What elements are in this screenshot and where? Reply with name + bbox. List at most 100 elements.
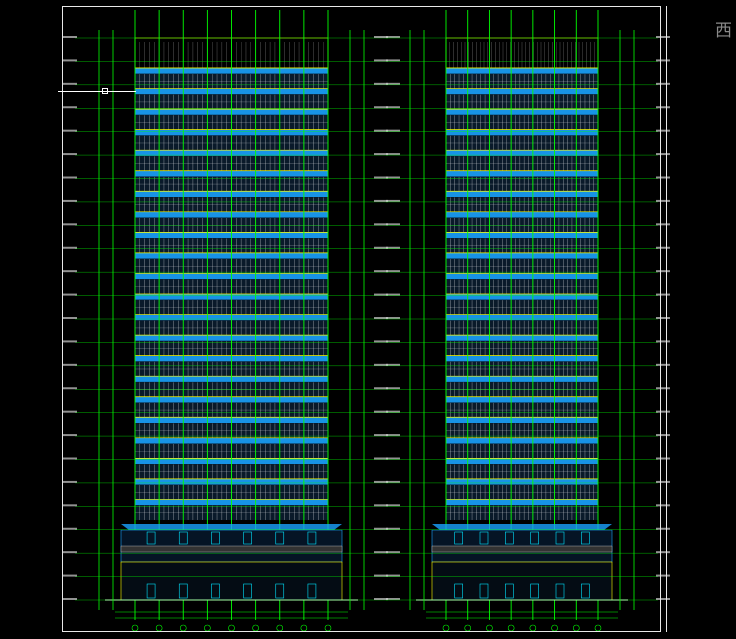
right-elevation-podium-lower bbox=[431, 561, 613, 601]
right-elevation-level-tag-right bbox=[656, 36, 670, 38]
right-elevation-floor-glazing bbox=[446, 176, 598, 192]
right-elevation-floor-band bbox=[446, 437, 598, 444]
left-elevation-level-tag-right bbox=[386, 270, 400, 273]
left-elevation-level-tag-left bbox=[63, 340, 77, 343]
left-elevation-entrance-door bbox=[307, 531, 317, 545]
right-elevation-entrance-door bbox=[581, 531, 590, 545]
right-elevation-floor-band bbox=[446, 355, 598, 362]
left-elevation-level-tag-left bbox=[63, 293, 77, 296]
right-elevation-level-tag-left bbox=[374, 363, 388, 366]
right-elevation-level-tag-right bbox=[656, 457, 670, 460]
viewcube-label[interactable]: 西 bbox=[715, 21, 732, 41]
right-elevation-level-tag-left bbox=[374, 223, 388, 226]
left-elevation-entrance-door bbox=[146, 531, 156, 545]
right-elevation-floor-band bbox=[446, 191, 598, 198]
crosshair-cursor bbox=[58, 91, 136, 92]
right-elevation-level-tag-right bbox=[656, 504, 670, 507]
left-elevation-entrance-door bbox=[178, 531, 188, 545]
left-elevation-level-tag-left bbox=[63, 59, 77, 62]
right-elevation-level-tag-right bbox=[656, 480, 670, 483]
right-elevation-level-tag-right bbox=[656, 223, 670, 226]
right-elevation-floor-band bbox=[446, 478, 598, 485]
right-elevation-floor-glazing bbox=[446, 197, 598, 212]
left-elevation-level-tag-right bbox=[386, 129, 400, 132]
left-elevation-level-tag-right bbox=[386, 527, 400, 530]
right-elevation-floor-glazing bbox=[446, 258, 598, 274]
right-elevation-level-tag-right bbox=[656, 434, 670, 437]
right-elevation-level-tag-right bbox=[656, 106, 670, 109]
right-elevation-level-tag-left bbox=[374, 82, 388, 85]
right-elevation-floor-glazing bbox=[446, 279, 598, 294]
right-elevation-floor-band bbox=[446, 396, 598, 403]
left-elevation-level-tag-right bbox=[386, 480, 400, 483]
right-elevation-shop-door bbox=[581, 583, 590, 599]
left-elevation-entrance-door bbox=[243, 531, 252, 545]
left-elevation-level-tag-left bbox=[63, 551, 77, 554]
right-elevation-level-tag-left bbox=[374, 199, 388, 202]
right-elevation-level-tag-right bbox=[656, 129, 670, 132]
left-elevation-level-tag-left bbox=[63, 176, 77, 179]
left-elevation-level-tag-right bbox=[386, 36, 400, 38]
right-elevation-level-tag-left bbox=[374, 340, 388, 343]
right-elevation-level-tag-right bbox=[656, 363, 670, 366]
right-elevation-level-tag-left bbox=[374, 129, 388, 132]
left-elevation-shop-door bbox=[243, 583, 252, 599]
right-elevation-floor-band bbox=[446, 129, 598, 136]
left-elevation-level-tag-right bbox=[386, 410, 400, 413]
left-elevation-level-tag-right bbox=[386, 457, 400, 460]
right-elevation-level-tag-left bbox=[374, 551, 388, 554]
right-elevation-level-tag-right bbox=[656, 410, 670, 413]
left-elevation-level-tag-left bbox=[63, 223, 77, 226]
right-elevation-shop-door bbox=[530, 583, 539, 599]
right-elevation-level-tag-left bbox=[374, 270, 388, 273]
left-elevation-level-tag-left bbox=[63, 317, 77, 319]
right-elevation-canopy bbox=[432, 524, 612, 530]
drawing-frame bbox=[62, 6, 661, 632]
right-elevation-entrance-door bbox=[530, 531, 539, 545]
right-elevation-floor-band bbox=[446, 68, 598, 74]
right-elevation-podium-belt bbox=[431, 545, 613, 553]
left-elevation-level-tag-right bbox=[386, 223, 400, 226]
right-elevation-floor-glazing bbox=[446, 114, 598, 130]
right-elevation-floor-glazing bbox=[446, 423, 598, 438]
right-elevation-level-tag-left bbox=[374, 176, 388, 179]
right-elevation-floor-glazing bbox=[446, 340, 598, 356]
right-elevation-floor-glazing bbox=[446, 484, 598, 500]
left-elevation-level-tag-right bbox=[386, 504, 400, 507]
right-elevation-entrance-door bbox=[555, 531, 565, 545]
left-elevation-level-tag-left bbox=[63, 434, 77, 437]
left-elevation-level-tag-right bbox=[386, 59, 400, 62]
right-elevation-entrance-door bbox=[454, 531, 463, 545]
right-elevation-floor-glazing bbox=[446, 320, 598, 336]
left-elevation-level-tag-left bbox=[63, 199, 77, 202]
right-elevation-floor-glazing bbox=[446, 402, 598, 418]
right-elevation-floor-band bbox=[446, 294, 598, 300]
right-elevation-level-tag-left bbox=[374, 574, 388, 577]
right-elevation-level-tag-right bbox=[656, 574, 670, 577]
left-elevation-shop-door bbox=[178, 583, 188, 599]
left-elevation-podium-belt bbox=[120, 545, 343, 553]
right-elevation-level-tag-right bbox=[656, 82, 670, 85]
left-elevation-level-tag-left bbox=[63, 598, 77, 600]
right-elevation-level-tag-left bbox=[374, 153, 388, 156]
left-elevation-level-tag-left bbox=[63, 106, 77, 109]
right-elevation-level-tag-right bbox=[656, 59, 670, 62]
left-elevation-level-tag-right bbox=[386, 106, 400, 109]
left-elevation-level-tag-right bbox=[386, 434, 400, 437]
right-elevation-floor-band bbox=[446, 252, 598, 259]
right-elevation-level-tag-left bbox=[374, 457, 388, 460]
right-elevation-level-tag-right bbox=[656, 551, 670, 554]
right-elevation-level-tag-left bbox=[374, 246, 388, 249]
left-elevation-shop-door bbox=[146, 583, 156, 599]
right-elevation-floor-band bbox=[446, 458, 598, 465]
left-elevation-level-tag-left bbox=[63, 129, 77, 132]
right-elevation-level-tag-right bbox=[656, 527, 670, 530]
left-elevation-level-tag-left bbox=[63, 153, 77, 156]
right-elevation-level-tag-right bbox=[656, 199, 670, 202]
right-elevation-floor-glazing bbox=[446, 361, 598, 377]
right-elevation-floor-glazing bbox=[446, 217, 598, 233]
left-elevation-shop-door bbox=[211, 583, 220, 599]
right-elevation-level-tag-left bbox=[374, 59, 388, 62]
right-elevation-floor-band bbox=[446, 109, 598, 115]
